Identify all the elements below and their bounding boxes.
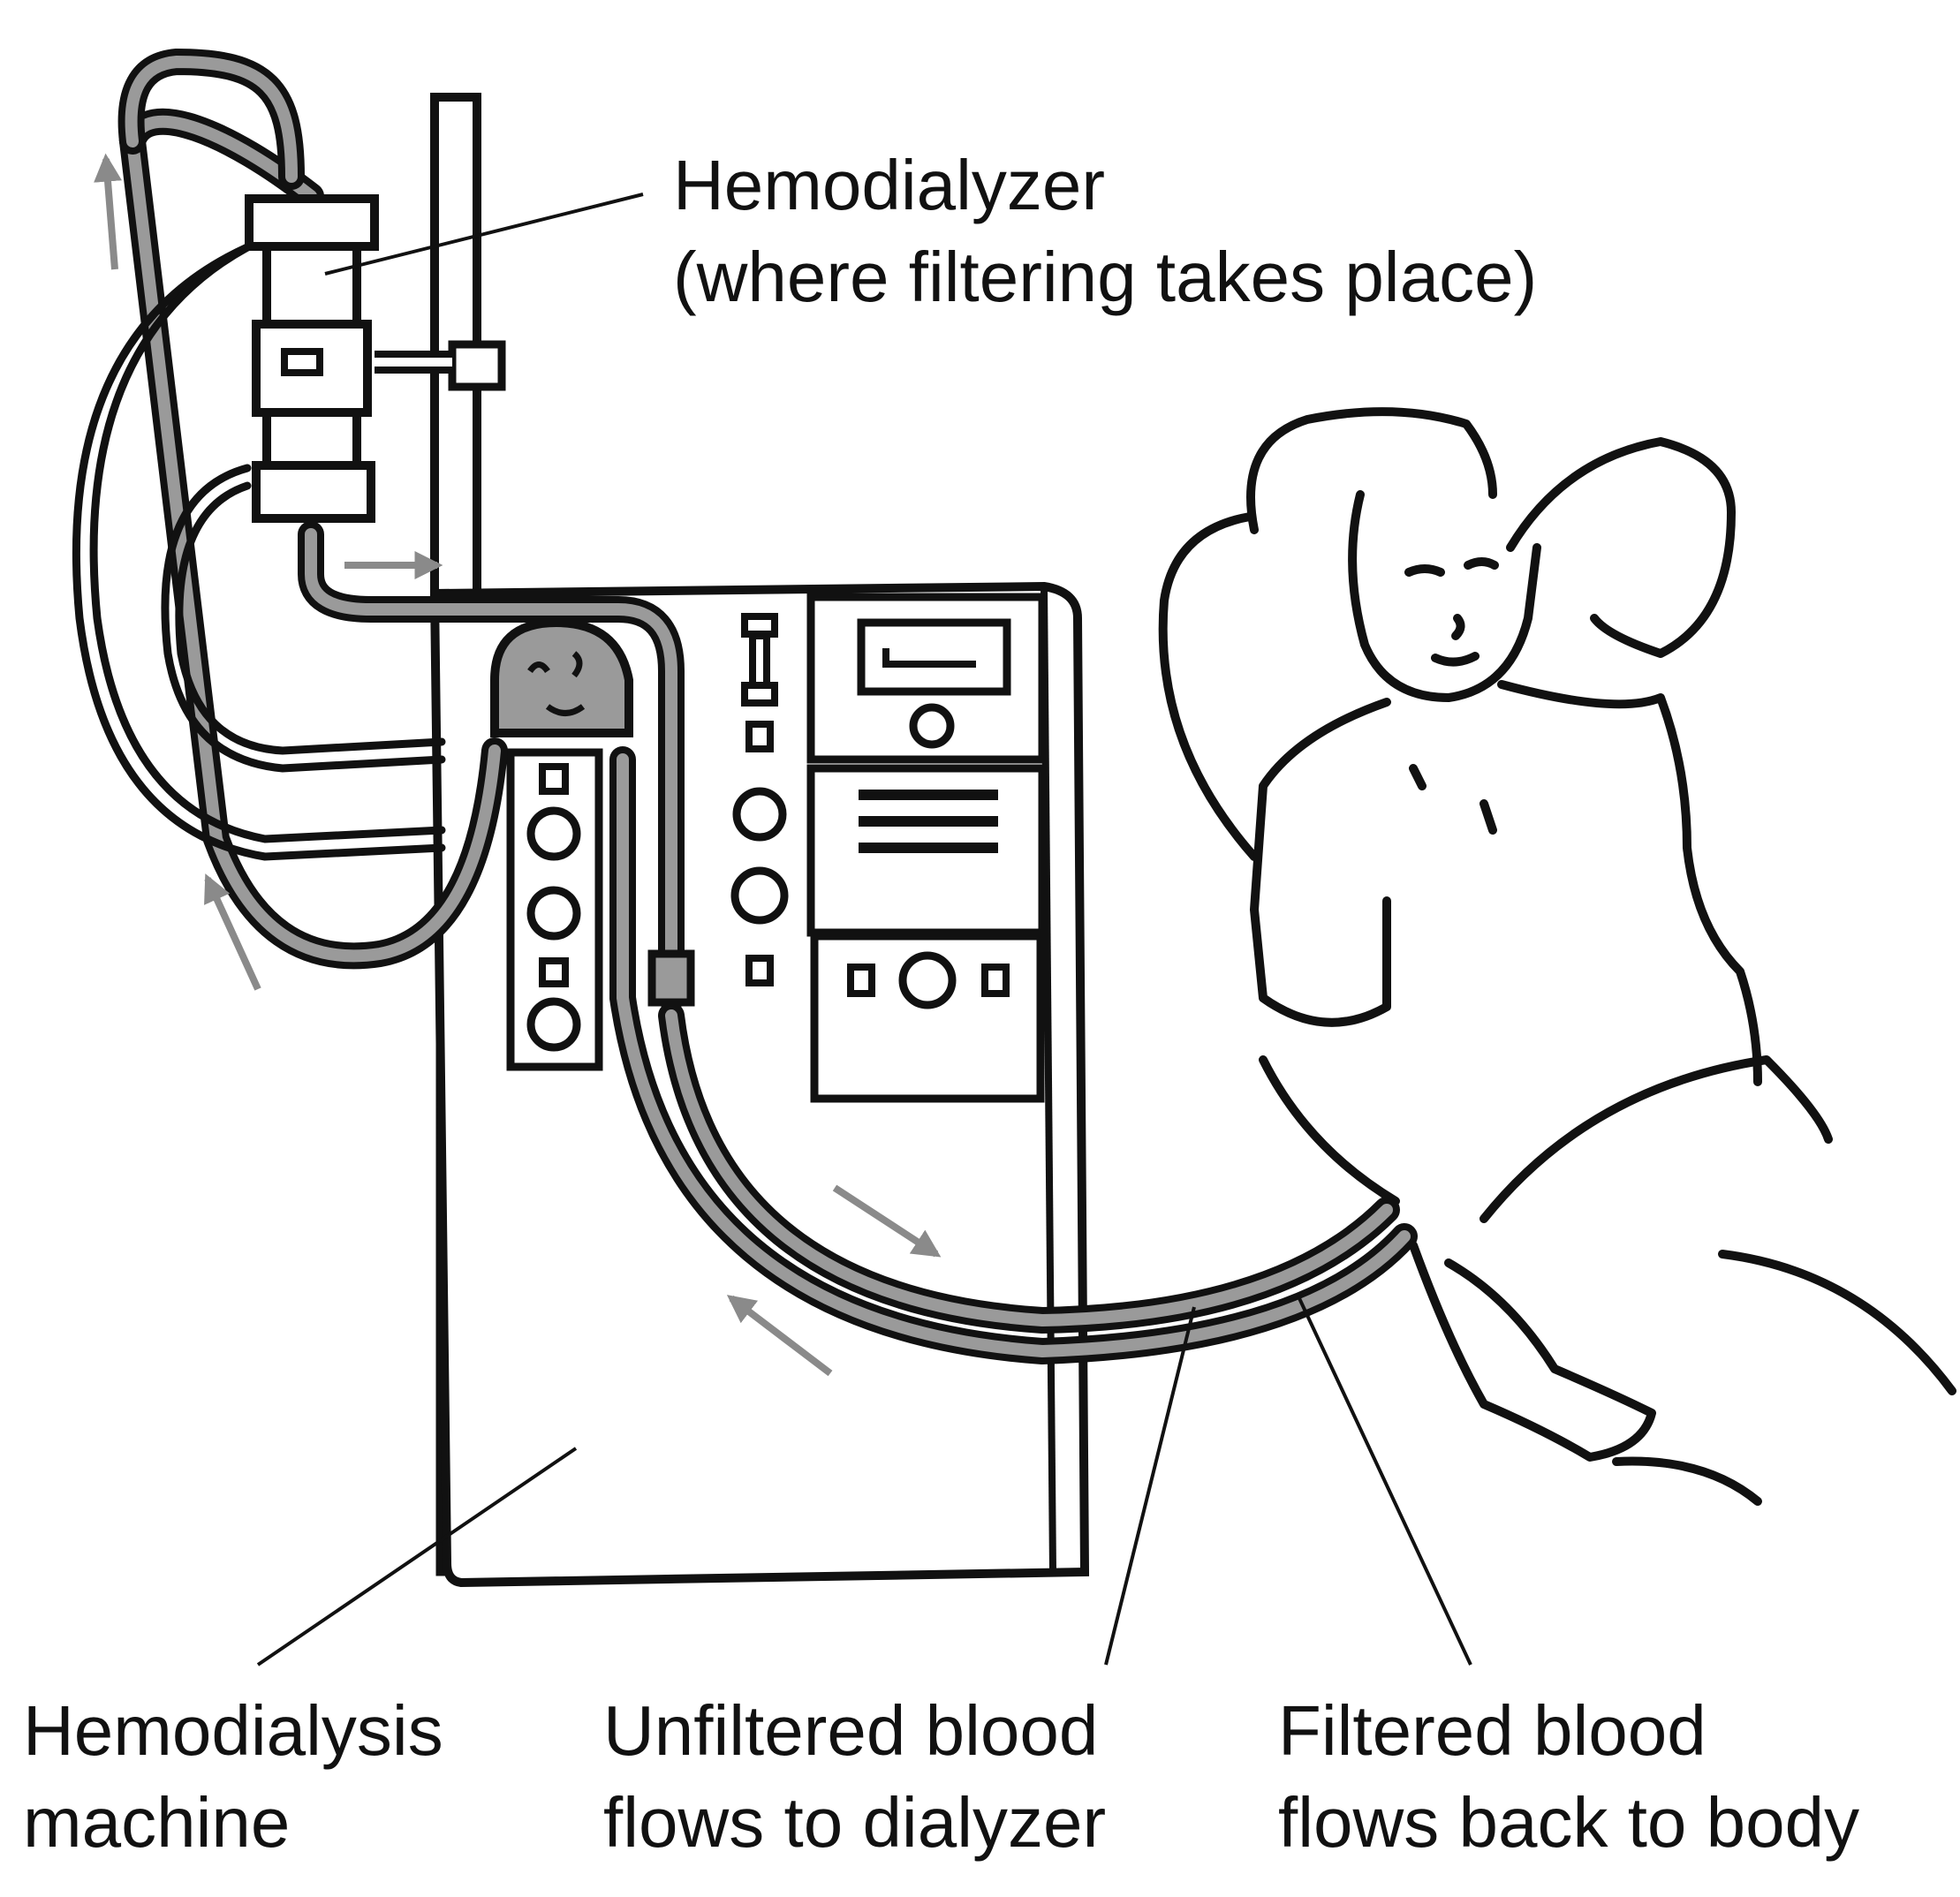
machine-label-line2: machine [23, 1783, 291, 1862]
hemodialyzer-label-line1: Hemodialyzer [673, 146, 1106, 224]
patient-figure-icon [1158, 407, 1956, 1506]
machine-label: Hemodialysis machine [23, 1685, 443, 1869]
unfiltered-label-line1: Unfiltered blood [603, 1691, 1099, 1770]
hemodialyzer-icon [245, 194, 452, 523]
machine-label-line1: Hemodialysis [23, 1691, 443, 1770]
hemodialyzer-label-line2: (where filtering takes place) [673, 238, 1538, 316]
leader-lines [256, 193, 1472, 1666]
filtered-label-line2: flows back to body [1278, 1783, 1860, 1862]
filtered-label-line1: Filtered blood [1278, 1691, 1706, 1770]
hemodialyzer-label: Hemodialyzer (where filtering takes plac… [673, 140, 1537, 323]
filtered-label: Filtered blood flows back to body [1278, 1685, 1859, 1869]
unfiltered-label-line2: flows to dialyzer [603, 1783, 1107, 1862]
blood-pump-icon [490, 617, 633, 737]
flow-arrow-icon [94, 153, 942, 1377]
unfiltered-label: Unfiltered blood flows to dialyzer [603, 1685, 1106, 1869]
tubing [72, 48, 1418, 1365]
